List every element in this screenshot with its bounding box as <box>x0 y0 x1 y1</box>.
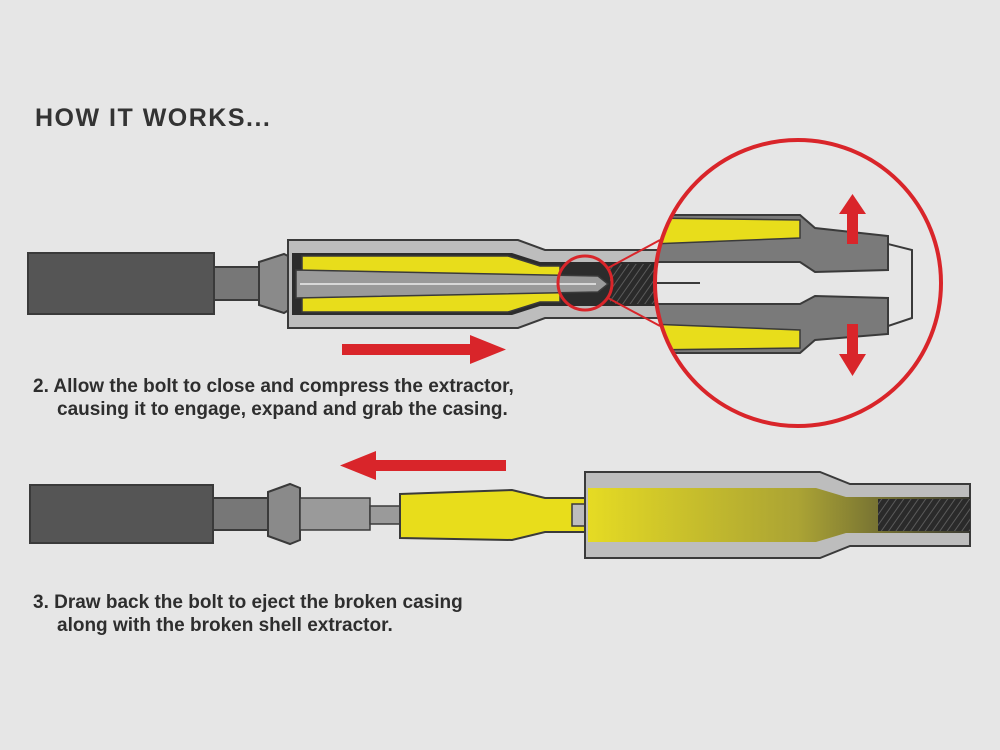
backward-arrow <box>340 451 506 480</box>
step-2-line-2: causing it to engage, expand and grab th… <box>57 399 508 420</box>
barrel-rifling <box>610 264 660 304</box>
step-2-line-1: 2. Allow the bolt to close and compress … <box>33 376 514 397</box>
bolt-head <box>267 482 301 546</box>
step-3-line-2: along with the broken shell extractor. <box>57 615 393 636</box>
page-title: HOW IT WORKS... <box>35 104 272 132</box>
chamber-bore <box>588 488 970 542</box>
bolt-body <box>27 252 215 315</box>
zoom-detail <box>653 138 943 428</box>
forward-arrow <box>342 335 506 364</box>
step-3-caption: 3. Draw back the bolt to eject the broke… <box>33 591 463 637</box>
expand-down-arrow <box>839 324 866 376</box>
step-2-caption: 2. Allow the bolt to close and compress … <box>33 375 514 421</box>
step-3-line-1: 3. Draw back the bolt to eject the broke… <box>33 592 463 613</box>
bolt-neck <box>213 266 260 301</box>
barrel-rifling <box>878 499 970 531</box>
ejected-casing <box>399 488 601 542</box>
bolt-body <box>29 484 214 544</box>
bolt-neck <box>212 497 269 531</box>
step2-illustration <box>27 239 661 364</box>
magnifier-leader <box>607 239 661 269</box>
step3-illustration <box>29 451 971 559</box>
detail-marker-circle <box>556 254 614 312</box>
zoom-circle <box>653 138 943 428</box>
expand-up-arrow <box>839 194 866 244</box>
